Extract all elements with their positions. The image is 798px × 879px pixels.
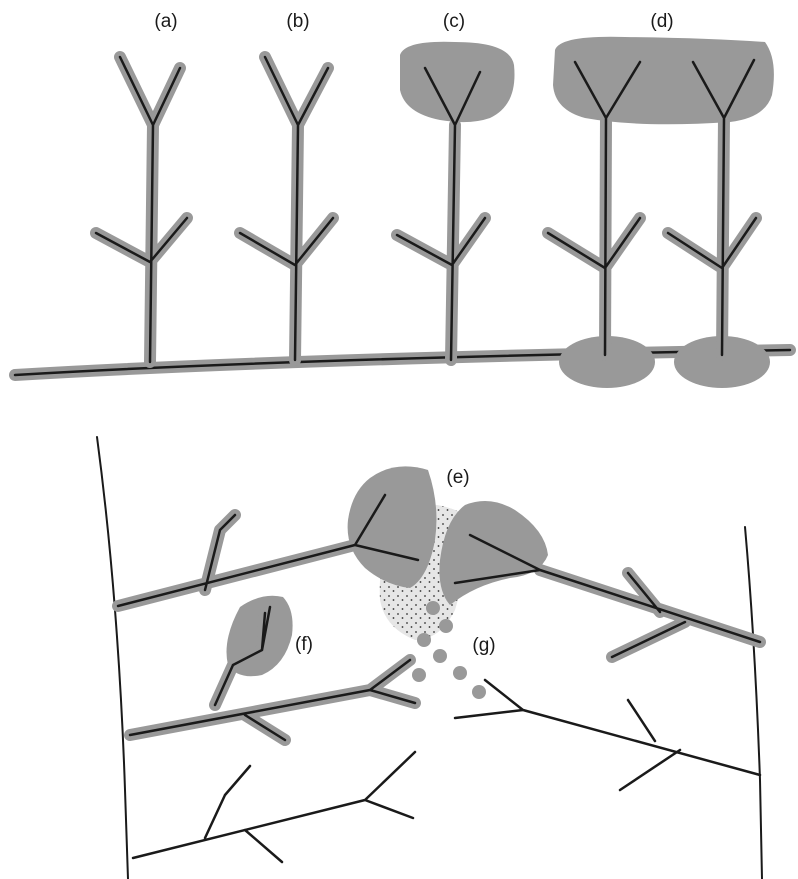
cell-wall-right <box>745 527 762 879</box>
label-d: (d) <box>650 11 673 32</box>
branch-b <box>240 57 333 360</box>
label-e: (e) <box>446 467 469 488</box>
hypha-middle-left <box>130 596 415 740</box>
hypha-upper-right <box>439 501 760 657</box>
main-hypha <box>15 350 790 375</box>
bottom-panel: (e) (f) (g) <box>97 437 762 879</box>
hypha-lower-right <box>455 680 760 790</box>
branch-a <box>96 57 187 362</box>
label-g: (g) <box>472 635 495 656</box>
blob-c <box>400 42 515 122</box>
cell-wall-left <box>97 437 128 879</box>
top-panel: (a) (b) (c) (d) <box>15 11 790 388</box>
branch-d <box>548 37 774 388</box>
label-f: (f) <box>295 634 313 655</box>
blob-e-left <box>348 466 437 588</box>
label-c: (c) <box>443 11 465 32</box>
branch-c <box>397 42 515 360</box>
hypha-bottom <box>133 752 415 862</box>
label-a: (a) <box>154 11 177 32</box>
label-b: (b) <box>286 11 309 32</box>
blob-e-right <box>439 501 548 605</box>
